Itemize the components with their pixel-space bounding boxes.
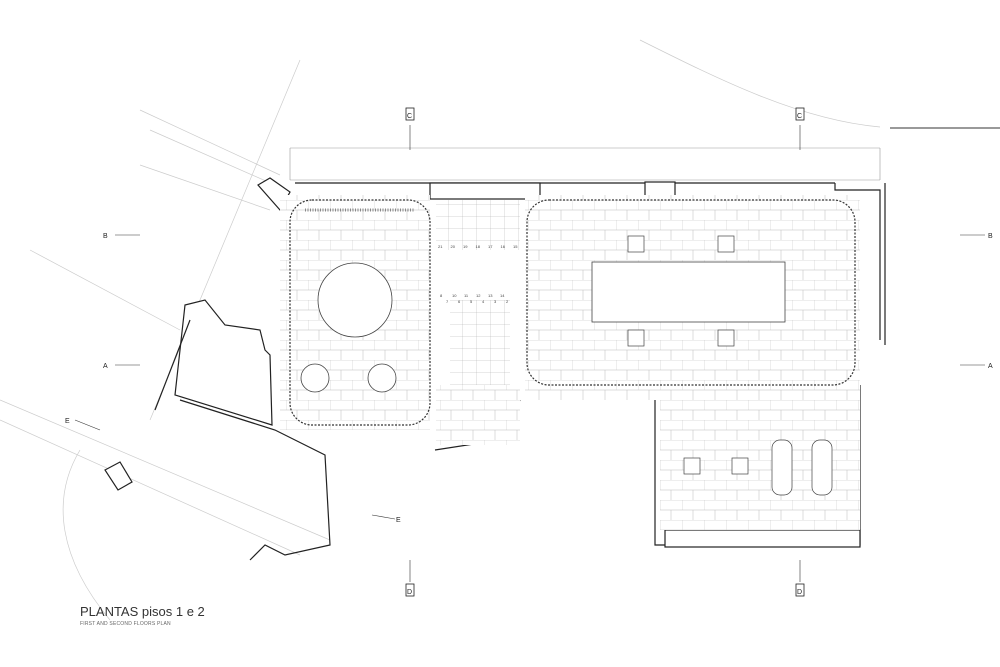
svg-text:D: D <box>407 589 412 596</box>
stair-step-number: 15 <box>513 244 518 249</box>
section-markers <box>74 125 985 582</box>
stair-step-number: 21 <box>438 244 443 249</box>
stair-step-number: 10 <box>452 293 457 298</box>
stair-step-number: 7 <box>446 299 449 304</box>
section-marker-e: E <box>396 517 401 524</box>
stair-step-number: 13 <box>488 293 493 298</box>
right-rug <box>526 199 856 386</box>
stair-step-number: 3 <box>494 299 497 304</box>
stair-step-number: 19 <box>463 244 468 249</box>
stair-step-number: 4 <box>482 299 485 304</box>
left-rug <box>289 199 431 426</box>
stair-lower <box>450 300 510 385</box>
section-marker-d: D <box>795 583 805 597</box>
section-marker-b: B <box>103 233 108 240</box>
svg-text:D: D <box>797 589 802 596</box>
facade-band <box>289 147 881 181</box>
armchair <box>367 363 397 393</box>
section-marker-b: B <box>988 233 993 240</box>
long-table <box>591 261 786 323</box>
section-marker-c: C <box>795 107 805 121</box>
walls <box>104 177 886 561</box>
section-marker-a: A <box>103 363 108 370</box>
drawing-title: PLANTAS pisos 1 e 2 <box>80 604 205 619</box>
stair-step-number: 20 <box>451 244 456 249</box>
stair-step-number: 17 <box>488 244 493 249</box>
round-table <box>317 262 393 338</box>
stair-step-number: 6 <box>458 299 461 304</box>
stair-step-number: 14 <box>500 293 505 298</box>
chairs <box>627 235 833 496</box>
landing-floor <box>436 385 520 445</box>
stair-step-number: 18 <box>476 244 481 249</box>
section-marker-c: C <box>405 107 415 121</box>
stair-step-number: 11 <box>464 293 469 298</box>
section-marker-e: E <box>65 418 70 425</box>
svg-text:C: C <box>407 113 412 120</box>
stair-numbers: 21 20 19 18 17 16 15 8 10 11 12 13 14 7 6 5 4 3 2 <box>438 244 518 304</box>
stair-upper <box>436 200 520 250</box>
stair-step-number: 2 <box>506 299 509 304</box>
section-marker-d: D <box>405 583 415 597</box>
drawing-subtitle: FIRST AND SECOND FLOORS PLAN <box>80 621 171 627</box>
stair-step-number: 8 <box>440 293 443 298</box>
armchair <box>300 363 330 393</box>
section-marker-a: A <box>988 363 993 370</box>
stair-step-number: 12 <box>476 293 481 298</box>
stair-step-number: 16 <box>501 244 506 249</box>
svg-text:C: C <box>797 113 802 120</box>
stair-step-number: 5 <box>470 299 473 304</box>
